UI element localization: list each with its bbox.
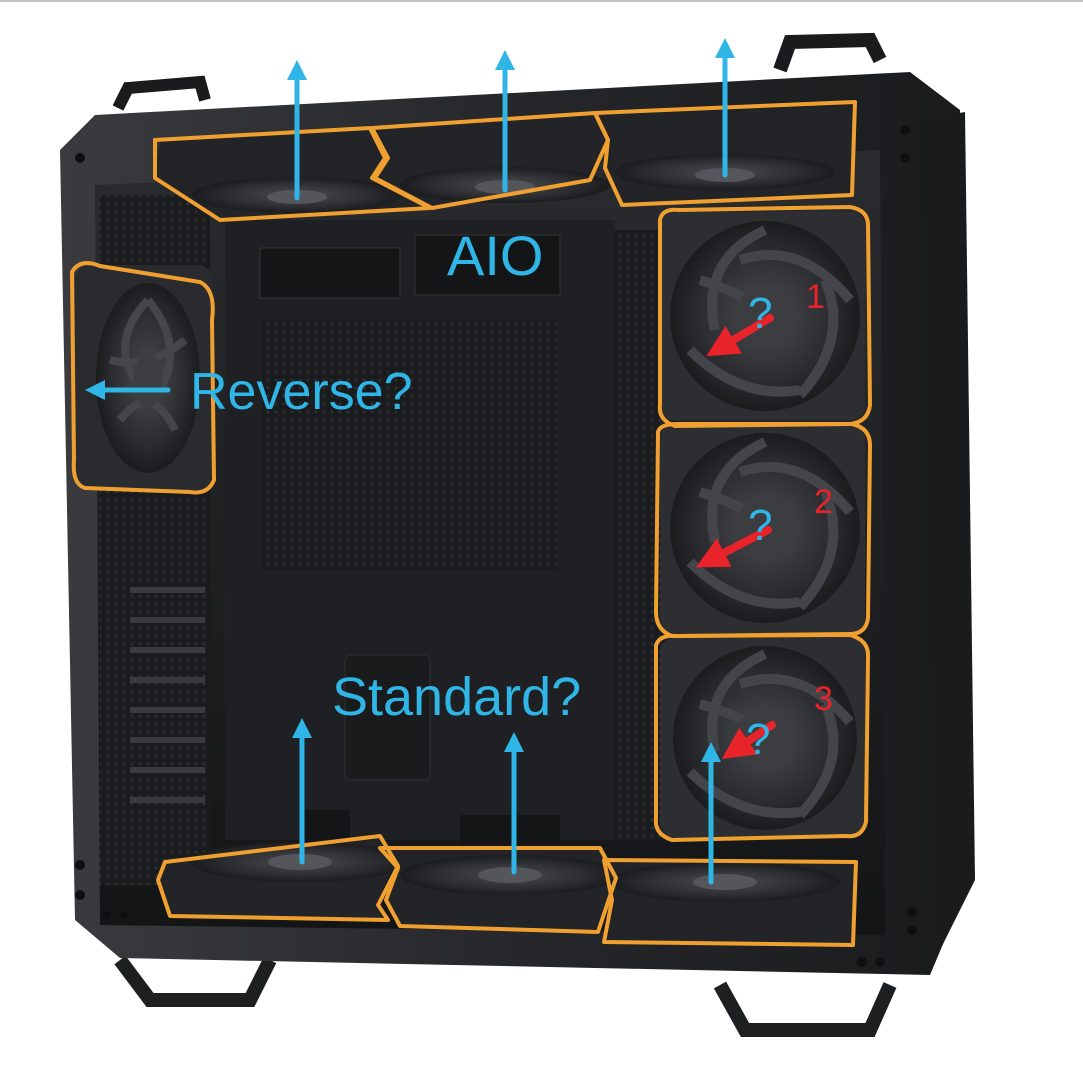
side-fan-3-outline bbox=[653, 632, 871, 843]
rear-fan-outline bbox=[69, 261, 217, 495]
bottom-fan-3-outline bbox=[602, 858, 858, 947]
bottom-cutout-2 bbox=[460, 815, 560, 850]
side-fan-1 bbox=[660, 212, 865, 420]
side-fan-group bbox=[653, 204, 873, 843]
side-fan-1-question: ? bbox=[748, 289, 773, 338]
side-fan-3-question: ? bbox=[746, 715, 771, 764]
pci-slots bbox=[130, 587, 205, 803]
side-fan-1-number: 1 bbox=[806, 278, 825, 316]
arrow-down-left-icon bbox=[721, 721, 776, 759]
cpu-cutout bbox=[344, 654, 431, 781]
airflow-arrows bbox=[85, 38, 735, 885]
arrow-down-left-icon bbox=[695, 526, 772, 568]
standard-label: Standard? bbox=[332, 667, 582, 727]
rear-fan bbox=[69, 261, 217, 495]
case-right-panel bbox=[920, 112, 975, 960]
right-cable-rail bbox=[615, 230, 660, 840]
bottom-fan-1-outline bbox=[156, 834, 400, 922]
tray-cutout bbox=[262, 320, 557, 570]
bottom-fan-3 bbox=[605, 860, 855, 945]
case-feet bbox=[114, 955, 897, 1037]
cable-cutout-right bbox=[414, 234, 561, 296]
arrow-down-left-icon bbox=[706, 314, 774, 357]
bottom-fan-2 bbox=[380, 848, 620, 930]
direction-arrows bbox=[695, 314, 776, 759]
reverse-label: Reverse? bbox=[190, 363, 413, 421]
side-fan-2-question: ? bbox=[748, 501, 773, 550]
top-handles bbox=[112, 32, 887, 111]
bottom-fan-2-outline bbox=[378, 846, 618, 934]
top-fan-3-outline bbox=[593, 100, 857, 207]
side-fan-3-number: 3 bbox=[814, 680, 833, 718]
side-fan-2-number: 2 bbox=[814, 483, 833, 521]
cable-cutout-left bbox=[259, 247, 401, 299]
side-fan-1-outline bbox=[657, 204, 873, 429]
side-fan-2-outline bbox=[653, 422, 873, 639]
case-screws bbox=[75, 125, 917, 967]
aio-label: AIO bbox=[447, 224, 544, 287]
